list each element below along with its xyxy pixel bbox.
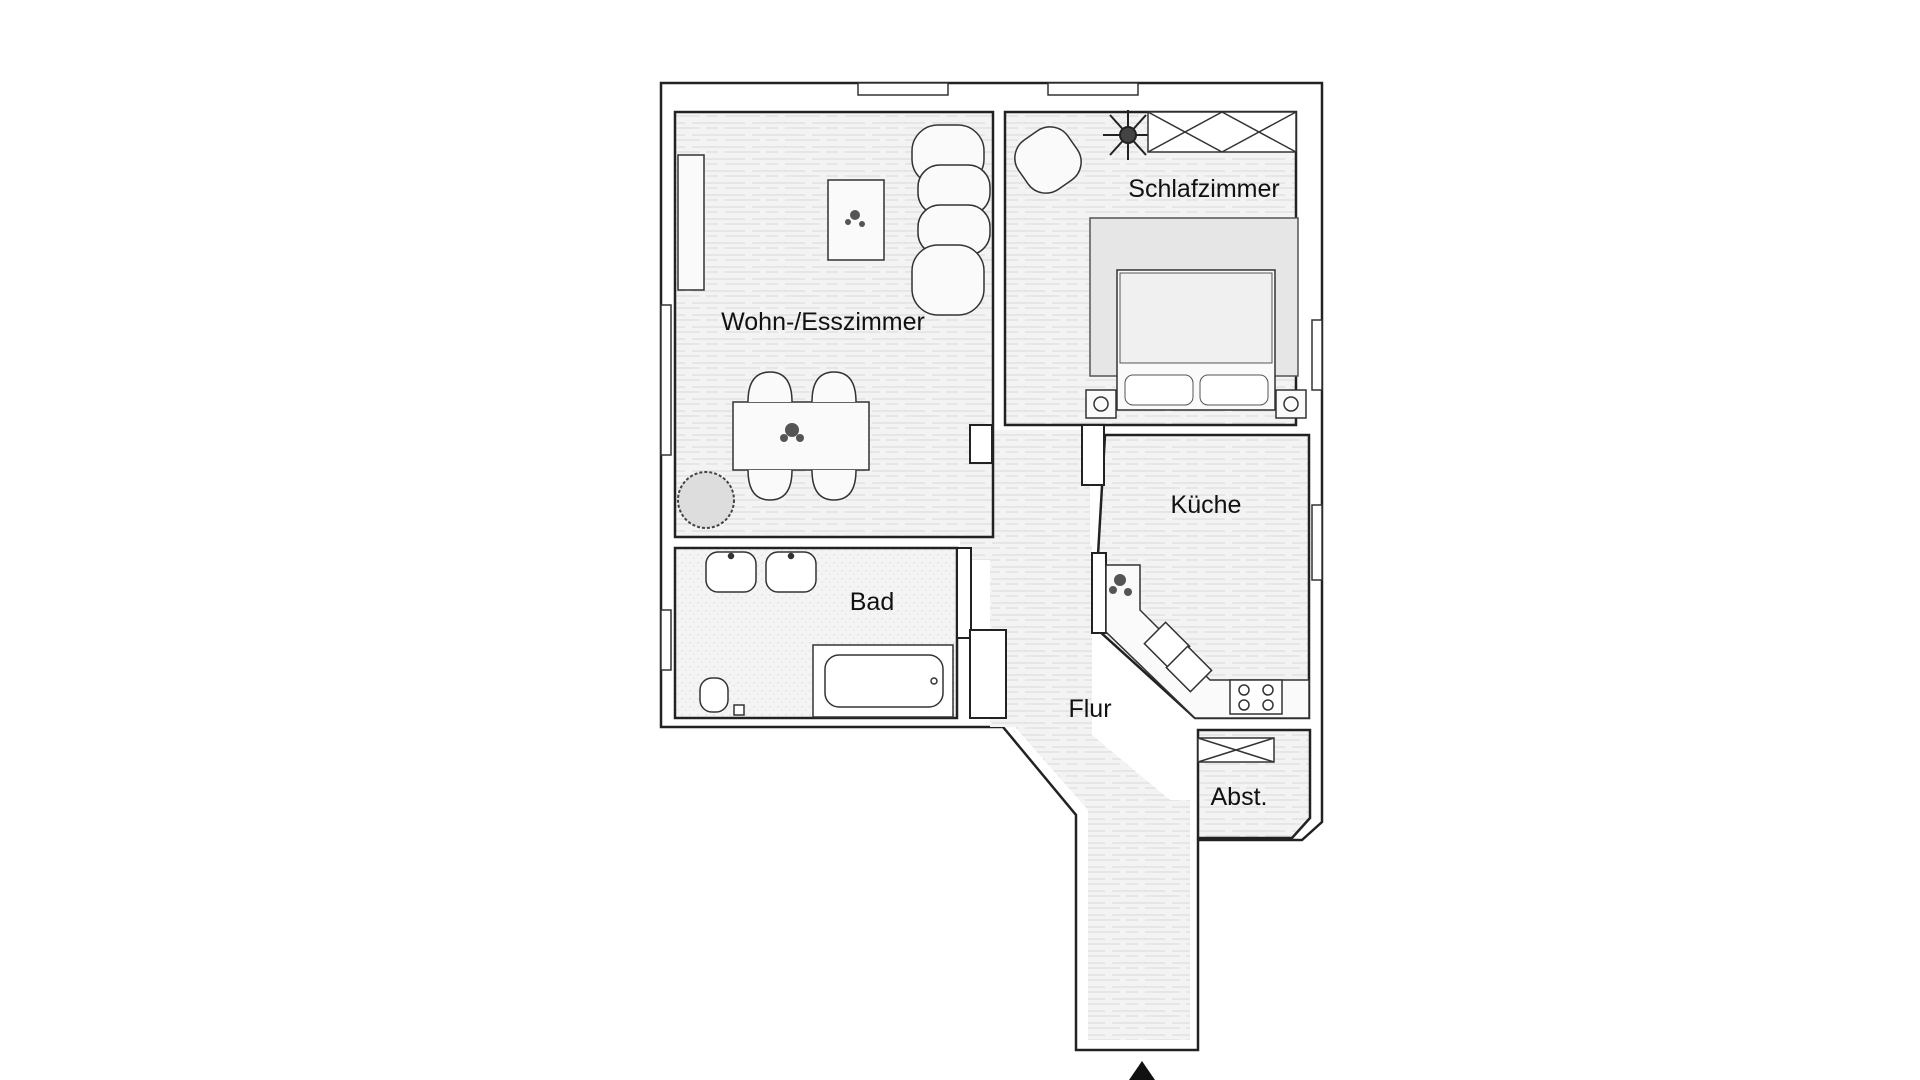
room-label-bath: Bad bbox=[850, 588, 894, 616]
room-label-storage: Abst. bbox=[1211, 783, 1268, 811]
sideboard bbox=[677, 154, 705, 291]
room-label-kitchen: Küche bbox=[1171, 491, 1242, 519]
wall-stub bbox=[969, 424, 993, 464]
nightstand-lamp-icon bbox=[1275, 389, 1307, 419]
coffee-table bbox=[827, 179, 885, 261]
toilet bbox=[699, 677, 745, 716]
plant-icon bbox=[780, 423, 804, 442]
washbasins bbox=[705, 551, 817, 593]
nightstand-lamp-icon bbox=[1085, 389, 1117, 419]
stove-icon bbox=[1229, 679, 1283, 715]
hall-floor bbox=[990, 545, 1190, 1040]
flower-icon bbox=[845, 210, 865, 227]
armchair bbox=[1014, 126, 1082, 194]
triangle-up-icon bbox=[1129, 1061, 1155, 1080]
wall-stub bbox=[1081, 424, 1105, 486]
pillow bbox=[1124, 374, 1194, 406]
windows bbox=[660, 82, 1323, 671]
star-plant-icon bbox=[1103, 110, 1153, 160]
room-label-living: Wohn-/Esszimmer bbox=[721, 308, 925, 336]
wardrobe bbox=[1147, 111, 1297, 153]
dining-chairs bbox=[747, 371, 857, 501]
storage-shelf bbox=[1197, 737, 1275, 763]
round-plant-icon bbox=[677, 471, 735, 529]
wall-stub bbox=[956, 547, 972, 639]
sink-icon bbox=[1143, 621, 1213, 693]
herb-plant-icon bbox=[1109, 574, 1132, 596]
wall-stub bbox=[1091, 552, 1107, 634]
room-label-hall: Flur bbox=[1068, 695, 1111, 723]
pillow bbox=[1199, 374, 1269, 406]
sofa bbox=[911, 124, 991, 316]
duvet bbox=[1119, 272, 1273, 364]
room-label-bedroom: Schlafzimmer bbox=[1128, 175, 1279, 203]
kitchen-counter bbox=[1105, 564, 1310, 719]
bathtub bbox=[812, 644, 954, 718]
wall-stub bbox=[969, 629, 1007, 719]
